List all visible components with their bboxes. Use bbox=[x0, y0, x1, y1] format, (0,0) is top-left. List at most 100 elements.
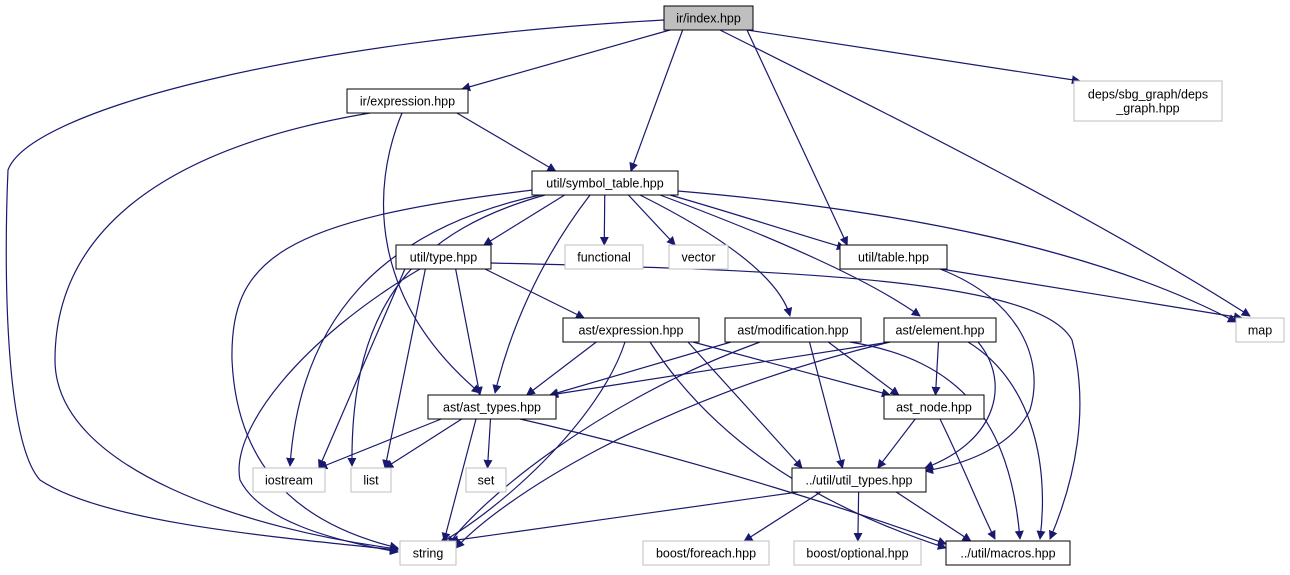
node-util-table[interactable]: util/table.hpp bbox=[839, 244, 948, 270]
edge-ir_index-to-symbol_table bbox=[629, 29, 684, 172]
edge-ast_modification-to-ast_types bbox=[549, 341, 732, 398]
edge-ast_types-to-string bbox=[441, 418, 477, 542]
edge-symbol_table-to-map bbox=[677, 190, 1237, 323]
node-map: map bbox=[1235, 317, 1285, 343]
node-box bbox=[427, 394, 557, 420]
edge-util_type-to-list bbox=[382, 268, 426, 469]
edge-util_table-to-map bbox=[940, 268, 1243, 322]
edges bbox=[5, 19, 1251, 556]
node-box bbox=[562, 317, 700, 343]
edge-ast_modification-to-string bbox=[447, 341, 761, 546]
node-util-type[interactable]: util/type.hpp bbox=[395, 244, 492, 270]
node-box bbox=[252, 467, 326, 493]
node-label: map bbox=[1248, 324, 1272, 338]
node-ir-index[interactable]: ir/index.hpp bbox=[663, 5, 754, 31]
node-box bbox=[883, 317, 997, 343]
node-ast-node[interactable]: ast_node.hpp bbox=[883, 394, 985, 420]
edge-ast_modification-to-util_types bbox=[808, 341, 845, 469]
node-label: ast/ast_types.hpp bbox=[443, 401, 541, 415]
edge-symbol_table-to-ast_modification bbox=[639, 194, 793, 317]
node-box bbox=[395, 244, 492, 270]
edge-util_type-to-macros bbox=[490, 262, 1081, 540]
edge-symbol_table-to-functional bbox=[599, 194, 609, 246]
node-box bbox=[564, 244, 644, 270]
node-box bbox=[663, 5, 754, 31]
node-box bbox=[531, 170, 679, 196]
edge-ir_index-to-map bbox=[719, 29, 1251, 317]
node-box bbox=[1235, 317, 1285, 343]
node-ast-expression[interactable]: ast/expression.hpp bbox=[562, 317, 700, 343]
edge-ast_element-to-macros bbox=[967, 341, 1046, 540]
node-label: list bbox=[363, 474, 379, 488]
edge-ast_expression-to-string bbox=[439, 341, 626, 544]
edge-util_type-to-string bbox=[238, 268, 421, 556]
node-box bbox=[791, 467, 927, 493]
edge-symbol_table-to-ast_element bbox=[659, 194, 921, 317]
edge-ast_modification-to-macros bbox=[849, 341, 1024, 540]
edge-ast_modification-to-ast_node bbox=[827, 341, 900, 396]
node-boost-optional: boost/optional.hpp bbox=[793, 540, 922, 566]
edge-ast_expression-to-macros bbox=[649, 341, 947, 550]
node-symbol-table[interactable]: util/symbol_table.hpp bbox=[531, 170, 679, 196]
edge-ir_expression-to-string bbox=[54, 112, 399, 553]
node-label: util/table.hpp bbox=[858, 251, 929, 265]
node-label: iostream bbox=[265, 474, 313, 488]
node-label: ir/expression.hpp bbox=[360, 95, 455, 109]
edge-ir_index-to-ir_expression bbox=[461, 29, 671, 92]
edge-symbol_table-to-string bbox=[231, 189, 534, 551]
node-macros[interactable]: ../util/macros.hpp bbox=[945, 540, 1071, 566]
node-box bbox=[668, 244, 729, 270]
node-label: string bbox=[413, 547, 444, 561]
edge-symbol_table-to-ast_types bbox=[492, 194, 591, 394]
node-label: _graph.hpp bbox=[1115, 102, 1179, 116]
node-vector: vector bbox=[668, 244, 729, 270]
node-iostream: iostream bbox=[252, 467, 326, 493]
nodes: ir/index.hpp ir/expression.hpp deps/sbg_gr… bbox=[252, 5, 1285, 566]
node-box bbox=[724, 317, 862, 343]
node-label: ast_node.hpp bbox=[896, 401, 972, 415]
edge-ast_element-to-string bbox=[455, 341, 891, 549]
node-label: vector bbox=[681, 251, 715, 265]
node-label: util/symbol_table.hpp bbox=[546, 177, 663, 191]
edge-symbol_table-to-list bbox=[347, 194, 546, 467]
edge-ast_types-to-macros bbox=[519, 418, 947, 546]
node-util-types[interactable]: ../util/util_types.hpp bbox=[791, 467, 927, 493]
node-label: deps/sbg_graph/deps bbox=[1088, 88, 1208, 102]
node-box bbox=[883, 394, 985, 420]
node-ast-types[interactable]: ast/ast_types.hpp bbox=[427, 394, 557, 420]
node-box bbox=[839, 244, 948, 270]
node-box bbox=[346, 88, 469, 114]
node-list: list bbox=[350, 467, 392, 493]
node-set: set bbox=[465, 467, 507, 493]
node-box bbox=[399, 540, 457, 566]
node-ir-expression[interactable]: ir/expression.hpp bbox=[346, 88, 469, 114]
edge-symbol_table-to-vector bbox=[627, 194, 676, 246]
edge-util_types-to-boost_optional bbox=[853, 491, 863, 542]
edge-ast_node-to-macros bbox=[939, 418, 996, 540]
edge-ast_expression-to-ast_node bbox=[692, 341, 891, 398]
edge-ast_expression-to-ast_types bbox=[526, 341, 597, 396]
node-label: functional bbox=[577, 251, 631, 265]
node-string: string bbox=[399, 540, 457, 566]
node-label: set bbox=[478, 474, 495, 488]
edge-util_type-to-ast_expression bbox=[484, 268, 585, 319]
node-ast-modification[interactable]: ast/modification.hpp bbox=[724, 317, 862, 343]
edge-ast_types-to-list bbox=[384, 418, 463, 469]
edge-util_types-to-boost_foreach bbox=[743, 491, 822, 542]
edge-util_types-to-string bbox=[449, 491, 799, 545]
edge-ir_index-to-util_table bbox=[746, 29, 848, 246]
edge-ir_expression-to-ast_types bbox=[382, 112, 481, 394]
node-label: ../util/util_types.hpp bbox=[805, 474, 912, 488]
node-ast-element[interactable]: ast/element.hpp bbox=[883, 317, 997, 343]
edge-ir_expression-to-symbol_table bbox=[456, 112, 557, 172]
edge-ast_expression-to-util_types bbox=[687, 341, 803, 469]
node-functional: functional bbox=[564, 244, 644, 270]
edge-ast_node-to-util_types bbox=[877, 418, 916, 469]
node-box bbox=[465, 467, 507, 493]
edge-util_type-to-iostream bbox=[318, 268, 406, 469]
node-label: ir/index.hpp bbox=[676, 12, 741, 26]
edge-ast_element-to-ast_types bbox=[549, 341, 891, 399]
node-box bbox=[945, 540, 1071, 566]
node-box bbox=[793, 540, 922, 566]
